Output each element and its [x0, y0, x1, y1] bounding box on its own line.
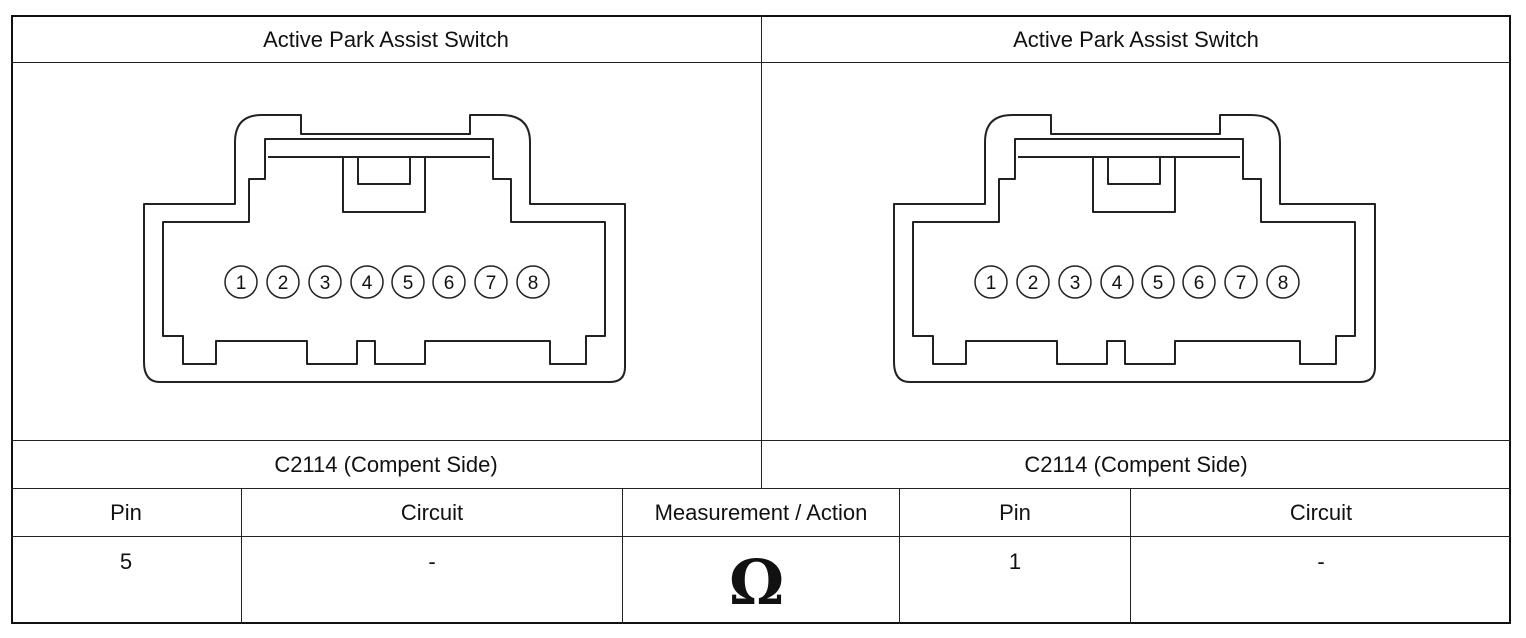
pin-label: 1 — [236, 273, 247, 294]
row-circuit-b: - — [1317, 549, 1325, 574]
pin-label: 8 — [1278, 273, 1289, 294]
divider — [622, 488, 623, 624]
left-panel-title: Active Park Assist Switch — [263, 27, 509, 52]
right-panel-title: Active Park Assist Switch — [1013, 27, 1259, 52]
pin-label: 7 — [486, 273, 497, 294]
right-connector-caption: C2114 (Compent Side) — [1024, 451, 1248, 477]
header-pin-b: Pin — [999, 499, 1031, 525]
pin-circles — [974, 265, 1300, 299]
right-connector-diagram: 1 2 3 4 5 6 7 8 — [893, 114, 1376, 383]
divider — [899, 488, 900, 624]
pin-label: 2 — [278, 273, 289, 294]
header-circuit-a: Circuit — [400, 499, 464, 525]
pin-label: 8 — [528, 273, 539, 294]
row-pin-b: 1 — [1008, 549, 1022, 574]
divider — [761, 15, 762, 489]
divider — [241, 488, 242, 624]
pin-label: 3 — [1070, 273, 1081, 294]
row-pin-a: 5 — [119, 549, 133, 574]
pin-label: 6 — [1194, 273, 1205, 294]
pin-label: 4 — [1112, 273, 1123, 294]
header-pin-a: Pin — [110, 499, 142, 525]
header-circuit-b: Circuit — [1289, 499, 1353, 525]
left-connector-diagram: 1 2 3 4 5 6 7 8 — [143, 114, 626, 383]
row-circuit-a: - — [428, 549, 436, 574]
pin-label: 7 — [1236, 273, 1247, 294]
header-measurement: Measurement / Action — [654, 499, 868, 525]
divider — [11, 536, 1511, 537]
divider — [1130, 488, 1131, 624]
pin-label: 5 — [403, 273, 414, 294]
pin-label: 5 — [1153, 273, 1164, 294]
pin-label: 2 — [1028, 273, 1039, 294]
ohm-icon: Ω — [729, 546, 785, 619]
pin-circles — [224, 265, 550, 299]
pin-label: 6 — [444, 273, 455, 294]
pin-label: 3 — [320, 273, 331, 294]
pin-label: 1 — [986, 273, 997, 294]
left-connector-caption: C2114 (Compent Side) — [274, 451, 498, 477]
pin-label: 4 — [362, 273, 373, 294]
